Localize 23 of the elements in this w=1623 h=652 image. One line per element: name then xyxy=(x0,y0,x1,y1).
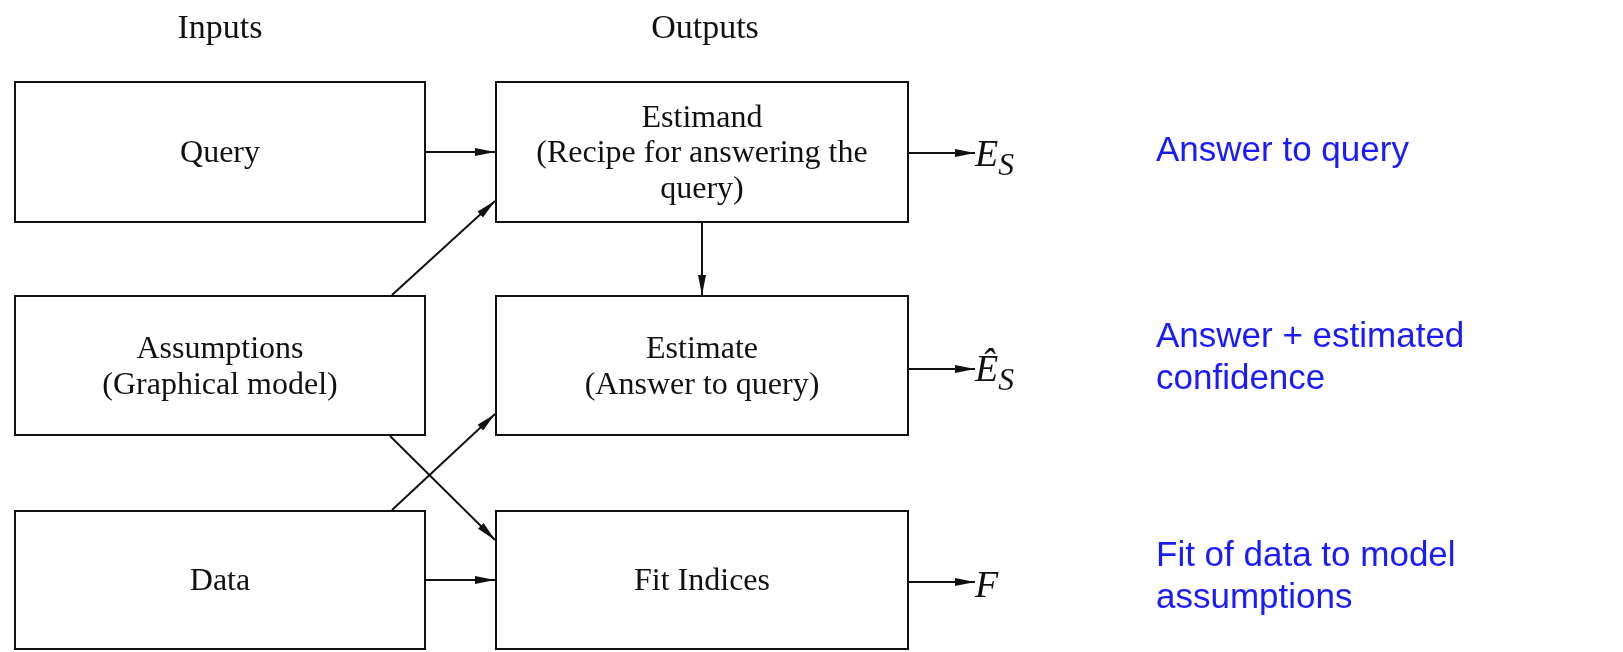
arrow xyxy=(698,222,706,296)
data-box: Data xyxy=(14,510,426,650)
assumptions-box: Assumptions (Graphical model) xyxy=(14,295,426,436)
result-description: Answer to query xyxy=(1156,128,1410,170)
query-box: Query xyxy=(14,81,426,223)
column-heading: Inputs xyxy=(176,8,264,46)
arrow xyxy=(425,148,496,156)
arrow xyxy=(908,578,976,586)
arrow xyxy=(908,365,976,373)
estimate-box: Estimate (Answer to query) xyxy=(495,295,909,436)
result-description: Answer + estimated confidence xyxy=(1156,314,1466,398)
output-symbol: Ê$_{S}$ xyxy=(975,340,1055,398)
estimand-box: Estimand (Recipe for answering the query) xyxy=(495,81,909,223)
result-description: Fit of data to model assumptions xyxy=(1156,533,1457,617)
arrow xyxy=(908,149,976,157)
output-symbol: E$_{S}$ xyxy=(975,125,1055,181)
arrow xyxy=(425,576,496,584)
output-symbol: F xyxy=(975,556,1025,608)
column-heading: Outputs xyxy=(650,8,760,46)
arrow xyxy=(389,435,496,541)
arrow xyxy=(391,200,496,296)
arrow xyxy=(391,413,496,511)
fit-indices-box: Fit Indices xyxy=(495,510,909,650)
